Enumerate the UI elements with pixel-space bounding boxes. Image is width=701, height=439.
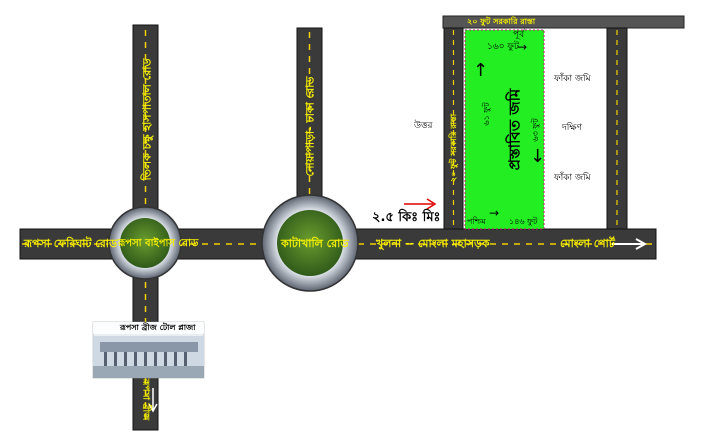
plot-title: প্রস্তাবিত জমি [505,88,524,171]
direction-uttar: উত্তর [414,121,433,131]
plot-west-length: ৬১ ফুট [482,102,491,126]
plot-east-length: ৬৩ ফুট [531,118,540,142]
mongla-arrow [612,238,648,250]
empty-land-1: ফাঁকা জমি [554,74,591,84]
road-right [606,27,628,230]
empty-land-2: ফাঁকা জমি [554,173,591,183]
road-govt-top [442,15,685,29]
label-rupsha-bypass: রূপসা বাইপাস রোড [118,238,199,249]
plot-up-arrow: ↑ [473,60,489,81]
roundabout-rupsha [108,206,182,280]
toll-plaza-image [92,321,205,379]
direction-dakkhin: দক্ষিণ [562,123,583,133]
label-mongla-port: মোংলা পোর্ট [560,237,615,250]
label-tilak-road: তিলক চক্ষু হাসপাতাল রোড [140,58,154,181]
distance-label: ২.৫ কিঃ মিঃ [372,210,441,225]
label-govt-road-left: ২০ ফুট সরকারি রাস্তা [449,113,458,183]
pointer-arrow [404,198,437,210]
road-govt-left [443,27,464,230]
proposed-plot [464,29,545,230]
plot-north-arrow: → [517,40,528,54]
label-dhaka-road: নোয়াপাড়া- ঢাকা রোড [303,76,317,177]
down-arrow-road [148,388,158,413]
label-rupsha-ferighat: রূপসা ফেরিঘাট রোড [24,237,118,250]
label-rupsha-bridge: রূপসা ব্রীজ [140,378,151,421]
plot-south-arrow: → [489,206,500,220]
roundabout-katakhali [261,194,359,292]
plot-north: পূর্ব [513,30,525,40]
label-khulna-mongla: খুলনা -- মোংলা মহাসড়ক [376,237,490,250]
plot-down-arrow: ↓ [530,146,546,167]
toll-plaza-label: রূপসা ব্রীজ টোল প্লাজা [120,323,196,332]
plot-north-length: ১৬০ ফুট [487,42,519,52]
label-katakhali-road: কাটাখালি রোড [281,237,349,250]
label-govt-road-top: ২০ ফুট সরকারি রাস্তা [467,17,536,26]
plot-south-length: ১৪৬ ফুট [509,217,538,226]
plot-south: পশ্চিম [467,217,486,226]
